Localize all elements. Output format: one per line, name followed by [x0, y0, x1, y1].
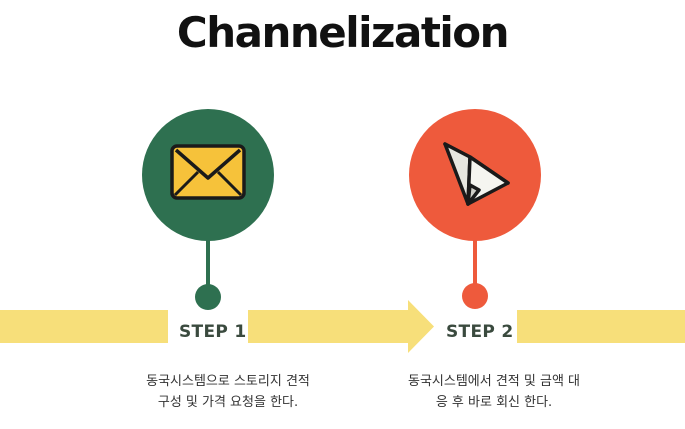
paper-plane-icon — [443, 142, 510, 206]
step-1-label: STEP 1 — [179, 322, 247, 342]
band-arrow-middle — [248, 300, 434, 353]
band-segment-left — [0, 310, 168, 343]
step-2-label: STEP 2 — [446, 322, 514, 342]
step-2-description-line-1: 동국시스템에서 견적 및 금액 대 — [407, 374, 580, 389]
step-1-marker — [142, 109, 274, 310]
band-segment-right — [517, 310, 685, 343]
step-2-marker — [409, 109, 541, 309]
envelope-icon — [170, 144, 246, 200]
step-2-description-line-2: 응 후 바로 회신 한다. — [435, 395, 553, 410]
step-1-description-line-2: 구성 및 가격 요청을 한다. — [157, 395, 299, 410]
step-2-description: 동국시스템에서 견적 및 금액 대 응 후 바로 회신 한다. — [374, 371, 614, 413]
step-1-description: 동국시스템으로 스토리지 견적 구성 및 가격 요청을 한다. — [108, 371, 348, 413]
step-1-description-line-1: 동국시스템으로 스토리지 견적 — [146, 374, 310, 389]
page-title: Channelization — [176, 8, 510, 57]
